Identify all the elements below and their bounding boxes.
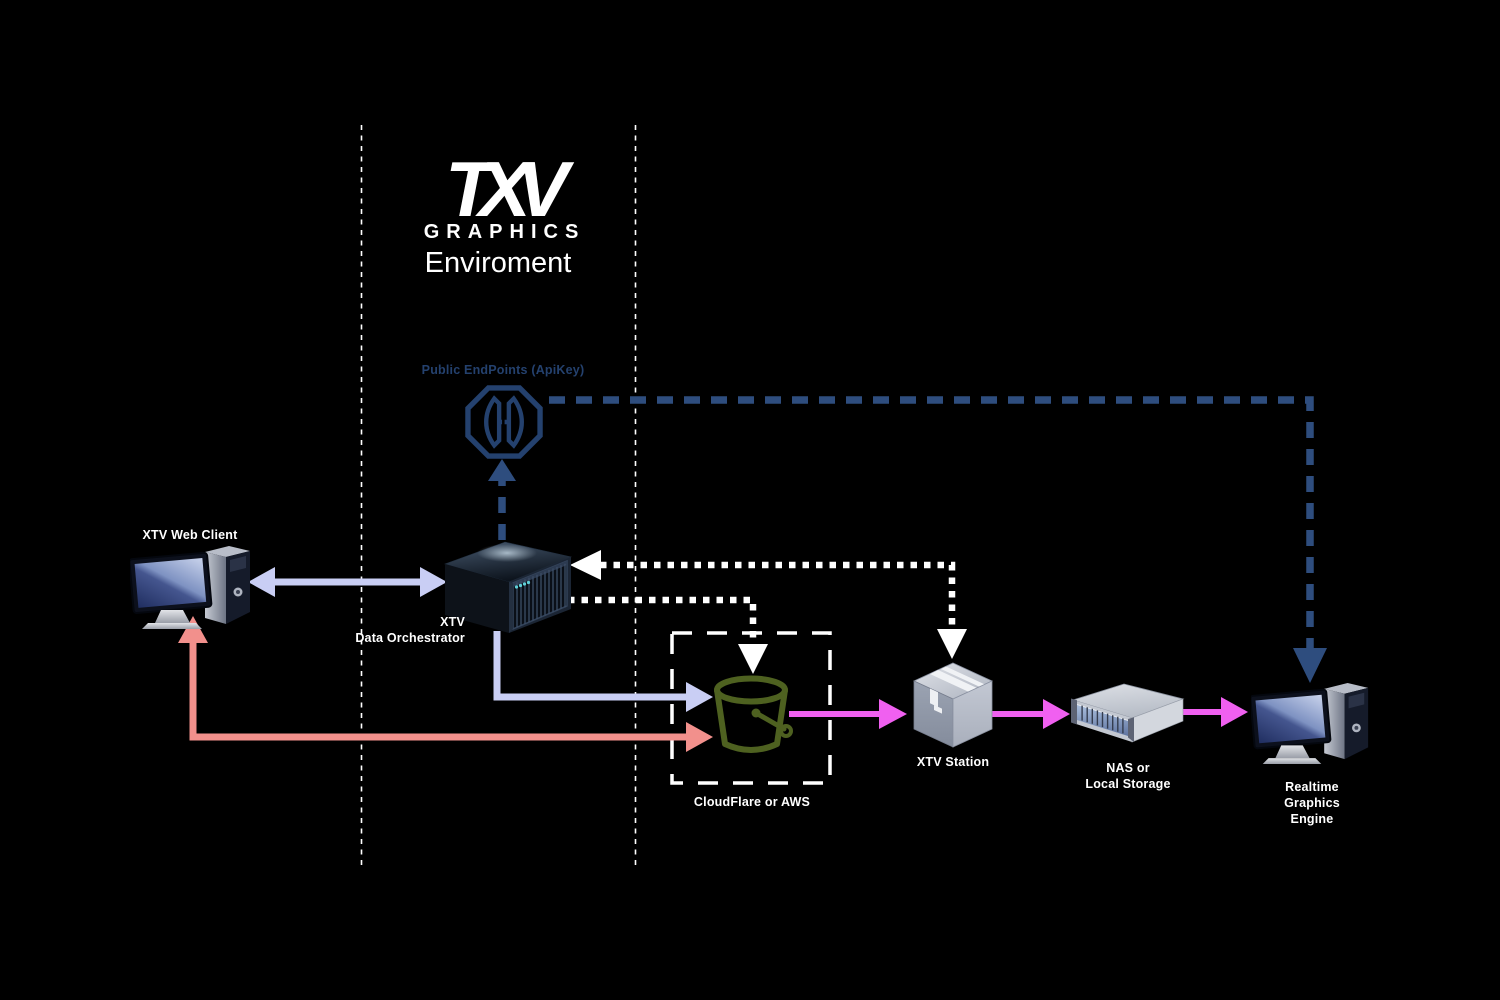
txv-wordmark: TXV [445,148,575,230]
flow-orchestrator-cloud-dotted [568,596,768,674]
engine-label: Realtime Graphics Engine [1284,779,1340,827]
flow-cloud-station [789,699,907,729]
engine-label-line3: Engine [1290,812,1334,826]
flow-endpoints-engine [549,396,1327,683]
nas-label-line1: NAS or [1106,761,1150,775]
orchestrator-label-line2: Data Orchestrator [355,631,465,645]
web-client-computer-icon [128,540,255,632]
cloud-bucket-icon [708,674,796,758]
graphics-wordmark: GRAPHICS [423,221,586,243]
endpoints-label: Public EndPoints (ApiKey) [421,363,585,377]
api-endpoints-icon [464,384,544,460]
flow-cloud-client [178,616,713,752]
engine-label-line2: Graphics [1284,796,1340,810]
flow-orchestrator-cloud [493,631,713,712]
nas-storage-icon [1064,682,1192,746]
engine-label-line1: Realtime [1285,780,1339,794]
cloud-label: CloudFlare or AWS [693,795,811,809]
web-client-label: XTV Web Client [142,528,238,542]
nas-label-line2: Local Storage [1085,777,1171,791]
flow-orchestrator-endpoints [488,459,516,540]
station-label: XTV Station [916,755,990,769]
environment-title: Enviroment [424,247,572,279]
engine-computer-icon [1249,677,1373,767]
flow-client-orchestrator [248,567,447,597]
orchestrator-label-line1: XTV [440,615,465,629]
flow-station-nas [984,699,1070,729]
orchestrator-label: XTV Data Orchestrator [340,614,465,646]
txv-logo: TXV [445,148,584,230]
orchestrator-server-icon [441,536,575,636]
flow-nas-engine [1183,697,1248,727]
nas-label: NAS or Local Storage [1085,760,1170,792]
flow-station-orchestrator [570,550,967,659]
station-box-icon [903,660,1003,752]
